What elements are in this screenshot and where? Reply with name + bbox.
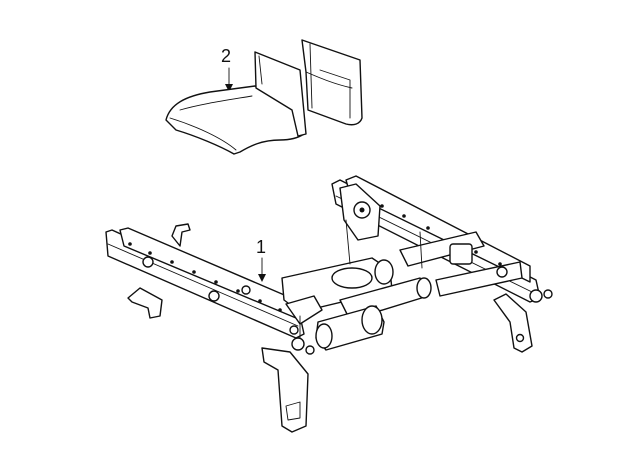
callout-label-1: 1 [256, 237, 267, 257]
left-rail-holes [128, 242, 282, 312]
part-2-seat-cover [165, 39, 363, 155]
callout-label-2: 2 [221, 46, 232, 66]
leader-arrow-2 [225, 67, 233, 92]
part-1-seat-adjuster [105, 175, 553, 433]
leader-arrow-1 [258, 257, 266, 282]
